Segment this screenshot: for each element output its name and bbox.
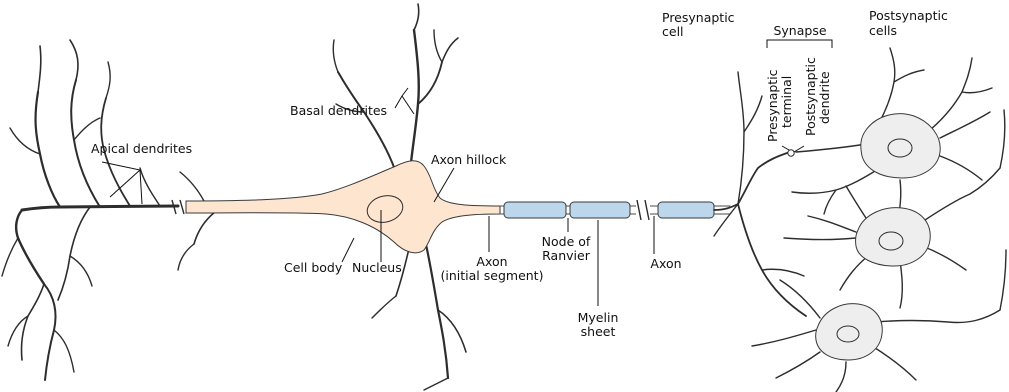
label-presynaptic-terminal: Presynaptic terminal: [765, 69, 794, 142]
label-myelin-line1: Myelin: [578, 310, 619, 325]
label-axon-initial-line2: (initial segment): [441, 268, 544, 283]
label-presynaptic-cell-line2: cell: [662, 24, 684, 39]
label-postsynaptic-cells-line1: Postsynaptic: [869, 8, 948, 23]
cell-body: [186, 161, 500, 253]
myelin-segment: [570, 202, 630, 218]
label-cell-body: Cell body: [284, 260, 343, 275]
label-synapse: Synapse: [773, 23, 826, 38]
axon-cut-mark: [636, 199, 650, 221]
label-nucleus: Nucleus: [352, 260, 402, 275]
label-presynaptic-terminal-line1: Presynaptic: [765, 69, 780, 142]
label-presynaptic-cell-line1: Presynaptic: [662, 10, 735, 25]
myelin-segment: [658, 202, 714, 218]
label-postsynaptic-cells-line2: cells: [869, 23, 897, 38]
apical-dendrites: [2, 40, 178, 380]
label-axon: Axon: [650, 256, 681, 271]
label-basal-dendrites: Basal dendrites: [290, 103, 387, 118]
label-axon-hillock: Axon hillock: [431, 152, 507, 167]
label-apical-dendrites: Apical dendrites: [91, 141, 192, 156]
synapse-bouton: [788, 150, 794, 156]
label-presynaptic-terminal-line2: terminal: [779, 76, 794, 128]
myelin-segment: [504, 202, 566, 218]
label-postsynaptic-dendrite-line2: dendrite: [817, 71, 832, 124]
label-axon-initial-line1: Axon: [476, 254, 507, 269]
label-postsynaptic-dendrite: Postsynaptic dendrite: [803, 57, 832, 136]
label-postsynaptic-dendrite-line1: Postsynaptic: [803, 57, 818, 136]
label-node-line2: Ranvier: [542, 248, 591, 263]
leader-lines: [102, 40, 832, 306]
label-myelin-line2: sheet: [581, 324, 616, 339]
label-node-line1: Node of: [542, 234, 591, 249]
